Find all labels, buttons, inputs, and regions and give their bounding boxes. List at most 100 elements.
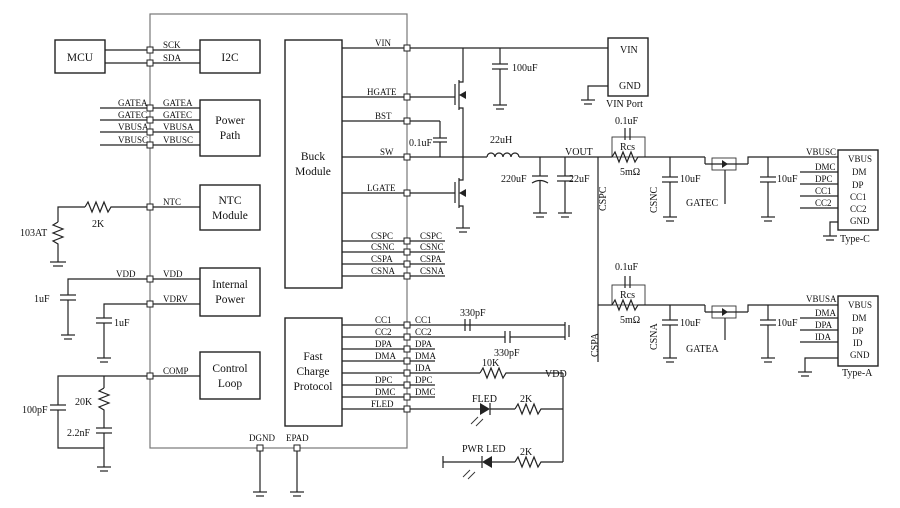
vin-port-gnd: GND <box>619 81 641 92</box>
fc-pin-dpa: DPA <box>375 339 393 349</box>
c-vdrv-value: 1uF <box>114 318 130 329</box>
right-pin-pad-9 <box>403 321 411 329</box>
pin-vdd-label: VDD <box>163 269 183 279</box>
pin-vbusc-label: VBUSC <box>163 135 193 145</box>
c-vdd-value: 1uF <box>34 294 50 305</box>
right-pin-pad-2 <box>403 117 411 125</box>
pin-dmc-label: DMC <box>415 387 436 397</box>
buck-pin-cspa: CSPA <box>371 254 393 264</box>
inductor-22uh <box>486 152 520 158</box>
c-out2-value: 22uF <box>569 174 590 185</box>
pc-rcs <box>611 150 705 164</box>
ntc-module-label-2: Module <box>212 210 248 222</box>
left-pin-pad-7 <box>146 275 154 283</box>
type-c-pin-gnd: GND <box>850 216 870 226</box>
pin-cspa-label: CSPA <box>420 254 442 264</box>
pin-csnc-label: CSNC <box>420 242 444 252</box>
ic-body <box>149 13 408 449</box>
buck-pin-csna: CSNA <box>371 266 396 276</box>
pc-csense-value: 0.1uF <box>615 116 639 127</box>
mcu-block <box>54 39 106 74</box>
buck-module-label-1: Buck <box>301 151 326 163</box>
pc-gate-net: GATEC <box>686 198 719 209</box>
ntc-module-block <box>199 184 261 231</box>
type-c-net-vbusc: VBUSC <box>806 147 836 157</box>
type-a-net-dma: DMA <box>815 308 837 318</box>
type-c-net-cc2: CC2 <box>815 198 832 208</box>
type-a-label: Type-A <box>842 368 873 379</box>
fc-pin-cc2: CC2 <box>375 327 392 337</box>
left-pin-pad-0 <box>146 46 154 54</box>
ntc-resistor-2k <box>84 200 150 214</box>
control-loop-block <box>199 351 261 400</box>
vdd-net-label: VDD <box>116 269 136 279</box>
r-vdd-value: 10K <box>482 358 500 369</box>
pwr-led-label: PWR LED <box>462 444 506 455</box>
bottom-pin-pad-0 <box>256 444 264 452</box>
pa-csn-net: CSNA <box>649 323 660 350</box>
buck-module-label-2: Module <box>295 166 331 178</box>
type-c-pin-dm: DM <box>852 167 867 177</box>
pin-cc2-label: CC2 <box>415 327 432 337</box>
type-a-net-dpa: DPA <box>815 320 833 330</box>
type-c-net-dmc: DMC <box>815 162 836 172</box>
pin-vdrv-label: VDRV <box>163 294 188 304</box>
fled-led-icon <box>480 403 490 415</box>
type-a-pin-vbus: VBUS <box>848 300 872 310</box>
r-vdd-10k <box>479 366 563 380</box>
right-pin-pad-15 <box>403 393 411 401</box>
pc-rcs-value: 5mΩ <box>620 167 640 178</box>
pin-csna-label: CSNA <box>420 266 445 276</box>
internal-power-label-1: Internal <box>212 279 248 291</box>
right-pin-pad-3 <box>403 153 411 161</box>
c-out1-value: 220uF <box>501 174 527 185</box>
bottom-pin-pad-1 <box>293 444 301 452</box>
net-vbusa: VBUSA <box>118 122 149 132</box>
type-c-label: Type-C <box>840 234 870 245</box>
fc-pin-fled: FLED <box>371 399 394 409</box>
i2c-label: I2C <box>221 52 239 64</box>
left-pin-pad-3 <box>146 116 154 124</box>
right-pin-pad-4 <box>403 189 411 197</box>
right-pin-pad-5 <box>403 237 411 245</box>
right-pin-pad-10 <box>403 333 411 341</box>
left-pin-pad-9 <box>146 372 154 380</box>
left-pin-pad-1 <box>146 59 154 67</box>
internal-power-label-2: Power <box>215 294 245 306</box>
power-path-label-2: Path <box>220 130 241 142</box>
pa-rcs <box>611 298 705 312</box>
right-pin-pad-6 <box>403 248 411 256</box>
net-gatec: GATEC <box>118 110 147 120</box>
right-pin-pad-13 <box>403 369 411 377</box>
r-fled-value: 2K <box>520 394 533 405</box>
fast-charge-label-2: Charge <box>296 366 329 378</box>
power-path-block <box>199 99 261 157</box>
fast-charge-label-3: Protocol <box>294 381 333 393</box>
pin-ntc-label: NTC <box>163 197 181 207</box>
vin-port-block <box>607 37 649 97</box>
net-vbusc: VBUSC <box>118 135 148 145</box>
inductor-value: 22uH <box>490 135 512 146</box>
ntc-therm-value: 103AT <box>20 228 47 239</box>
type-c-pin-cc1: CC1 <box>850 192 867 202</box>
pwr-led-icon <box>482 456 492 468</box>
c-comp1-value: 100pF <box>22 405 48 416</box>
right-pin-pad-7 <box>403 260 411 268</box>
control-loop-label-2: Loop <box>218 378 243 390</box>
c-bst-value: 0.1uF <box>409 138 433 149</box>
c-cc2-value: 330pF <box>494 348 520 359</box>
pa-csense-value: 0.1uF <box>615 262 639 273</box>
pin-dpc-label: DPC <box>415 375 433 385</box>
i2c-block <box>199 39 261 74</box>
pc-cmid-value: 10uF <box>680 174 701 185</box>
buck-module-block <box>284 39 343 289</box>
pin-vbusa-label: VBUSA <box>163 122 194 132</box>
pin-cspc-label: CSPC <box>420 231 442 241</box>
pin-lgate-label: LGATE <box>367 183 396 193</box>
type-c-connector <box>837 149 879 231</box>
fast-charge-label-1: Fast <box>303 351 323 363</box>
type-a-connector <box>837 295 879 367</box>
pc-csn-net: CSNC <box>649 187 660 213</box>
pa-rcs-value: 5mΩ <box>620 315 640 326</box>
right-pin-pad-12 <box>403 357 411 365</box>
